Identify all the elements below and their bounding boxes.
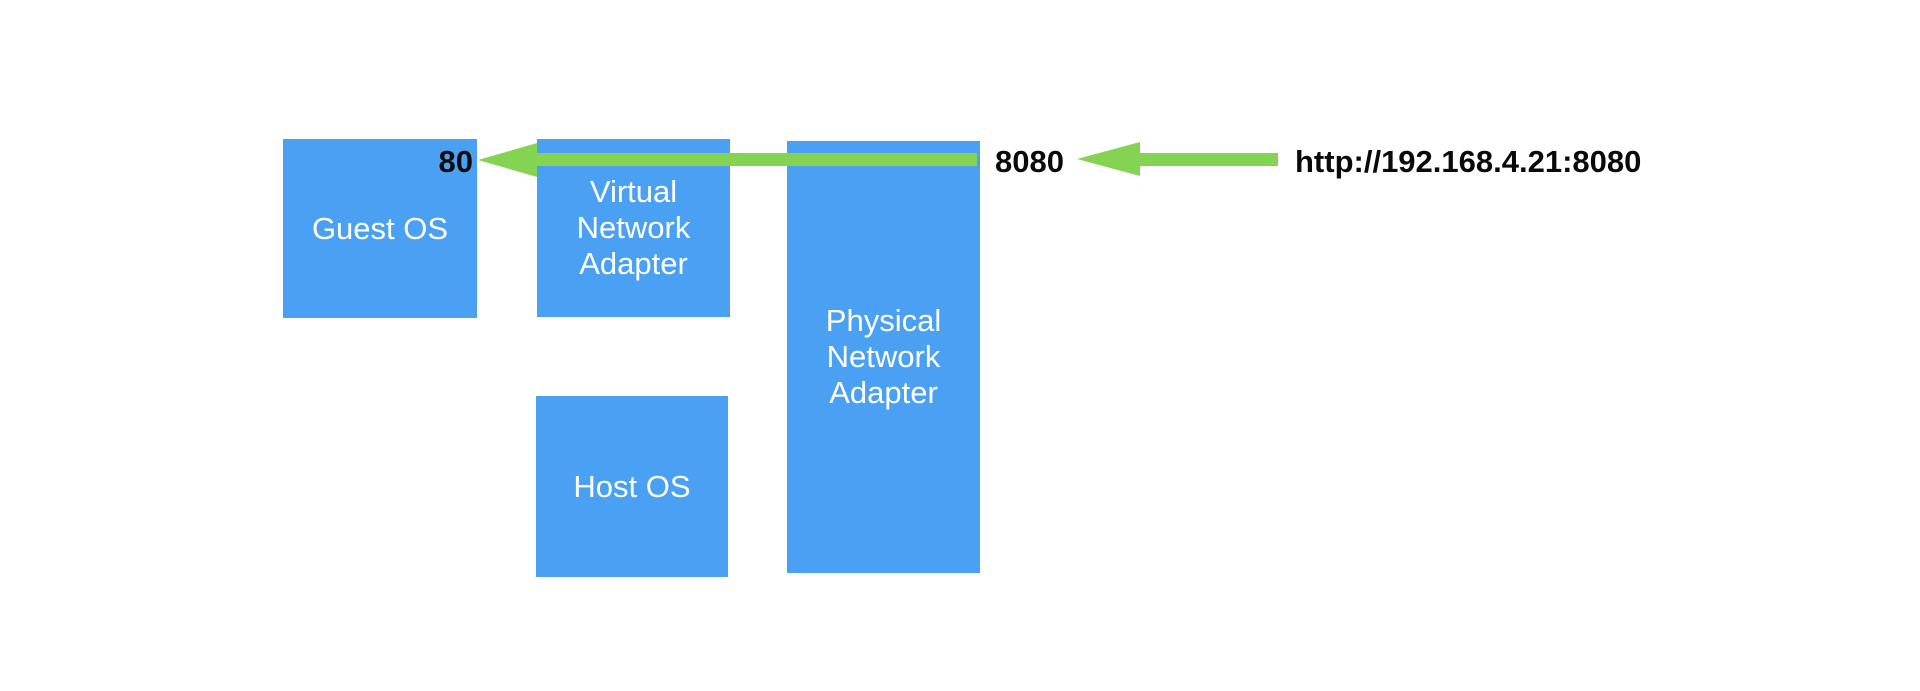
request-url-label: http://192.168.4.21:8080 xyxy=(1295,144,1642,179)
guest-port-label: 80 xyxy=(438,144,473,179)
node-virtual-network-adapter-label: Virtual Network Adapter xyxy=(576,174,691,281)
node-physical-network-adapter-label: Physical Network Adapter xyxy=(825,303,942,410)
node-host-os: Host OS xyxy=(536,396,728,577)
node-physical-network-adapter: Physical Network Adapter xyxy=(787,141,980,573)
external-port-label: 8080 xyxy=(995,144,1064,179)
node-host-os-label: Host OS xyxy=(573,468,691,504)
node-guest-os-label: Guest OS xyxy=(311,210,449,246)
node-virtual-network-adapter: Virtual Network Adapter xyxy=(537,139,730,317)
node-guest-os: Guest OS xyxy=(283,139,477,318)
left-arrow-icon xyxy=(1077,142,1278,176)
